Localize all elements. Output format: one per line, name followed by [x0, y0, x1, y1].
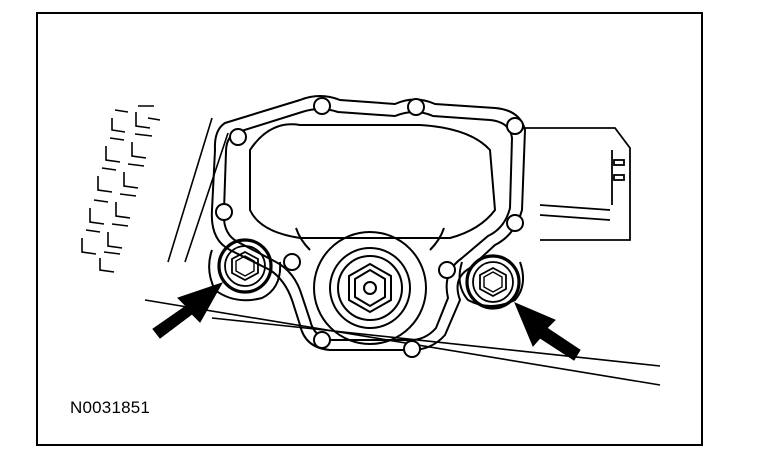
cooling-fins	[81, 105, 161, 273]
right-arrow	[514, 302, 581, 361]
figure-frame	[36, 12, 703, 446]
mounting-surface	[144, 117, 661, 386]
mounting-holes	[215, 97, 524, 358]
sensor-housing	[208, 95, 527, 352]
center-shaft	[295, 227, 445, 345]
electrical-connector	[525, 127, 631, 241]
figure-id-label: N0031851	[70, 398, 151, 417]
left-arrow	[152, 282, 224, 339]
right-bolt	[465, 254, 521, 310]
left-bolt	[217, 238, 273, 294]
